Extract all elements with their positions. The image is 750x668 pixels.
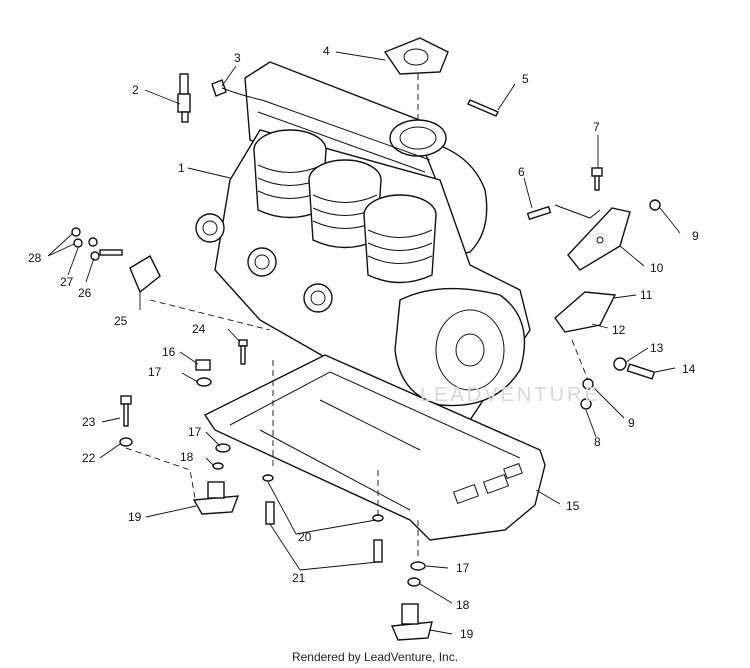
spark-plug: [177, 73, 191, 123]
washer-17-left: [196, 377, 212, 387]
cylinder-3: [363, 194, 437, 284]
cylinder-1: [253, 129, 327, 219]
bolt-14: [626, 363, 656, 380]
callout-26: 26: [78, 286, 92, 300]
washer-17-low: [410, 561, 426, 571]
leader-lines: [47, 51, 681, 635]
screw-24: [238, 339, 248, 365]
callout-17-mid: 17: [188, 425, 202, 439]
callout-2: 2: [132, 83, 139, 97]
mount-bracket: [567, 207, 631, 271]
callout-28: 28: [28, 251, 42, 265]
assembly-lines: [125, 74, 601, 560]
washer-9-top: [649, 199, 661, 211]
bracket-25: [129, 255, 161, 294]
callout-17-left: 17: [148, 365, 162, 379]
callout-1: 1: [178, 161, 185, 175]
callout-21: 21: [292, 571, 306, 585]
callout-8: 8: [594, 435, 601, 449]
callout-19-right: 19: [460, 627, 474, 641]
callout-19-left: 19: [128, 510, 142, 524]
bolt-6: [526, 205, 552, 221]
watermark: LEADVENTURE: [420, 384, 601, 406]
bolt-7: [591, 167, 603, 191]
callout-25: 25: [114, 314, 128, 328]
callout-7: 7: [593, 120, 600, 134]
callout-9-top: 9: [692, 229, 699, 243]
credit-line: Rendered by LeadVenture, Inc.: [291, 650, 459, 664]
washer-17-mid: [215, 443, 231, 453]
engine-mount-plate: [203, 354, 546, 541]
callout-23: 23: [82, 415, 96, 429]
engine-assembly: [195, 129, 531, 421]
callout-27: 27: [60, 275, 74, 289]
mount-19-left: [192, 481, 240, 515]
callout-10: 10: [650, 261, 664, 275]
callout-16: 16: [162, 345, 176, 359]
callout-13: 13: [650, 341, 664, 355]
callout-24: 24: [192, 322, 206, 336]
nut-16: [195, 359, 211, 371]
callout-17-low: 17: [456, 561, 470, 575]
callout-15: 15: [566, 499, 580, 513]
washer-22: [119, 437, 133, 447]
exhaust-manifold: [244, 61, 488, 259]
cylinder-2: [308, 159, 382, 249]
callout-22: 22: [82, 451, 96, 465]
mount-19-right: [390, 603, 433, 641]
callout-3: 3: [234, 51, 241, 65]
bolt-23: [120, 395, 132, 427]
exhaust-gasket: [383, 37, 449, 75]
callout-6: 6: [518, 165, 525, 179]
nut-8: [580, 398, 592, 410]
washer-13: [613, 357, 627, 371]
bracket-11: [554, 291, 617, 333]
callout-9-low: 9: [628, 416, 635, 430]
gasket-strip: [467, 99, 499, 117]
washer-18-mid: [212, 462, 224, 470]
callout-18-low: 18: [456, 598, 470, 612]
callout-20: 20: [298, 530, 312, 544]
callout-18-mid: 18: [180, 450, 194, 464]
callout-12: 12: [612, 323, 626, 337]
callout-4: 4: [323, 44, 330, 58]
callout-5: 5: [522, 72, 529, 86]
callout-labels: 1 2 3 4 5 6 7 8 9 9 10 11 12 13 14 15 16…: [28, 44, 699, 641]
washer-18-low: [407, 577, 421, 587]
temperature-sensor: [211, 79, 263, 101]
callout-11: 11: [640, 288, 653, 302]
hardware-26-28: [71, 227, 123, 261]
callout-14: 14: [682, 362, 696, 376]
